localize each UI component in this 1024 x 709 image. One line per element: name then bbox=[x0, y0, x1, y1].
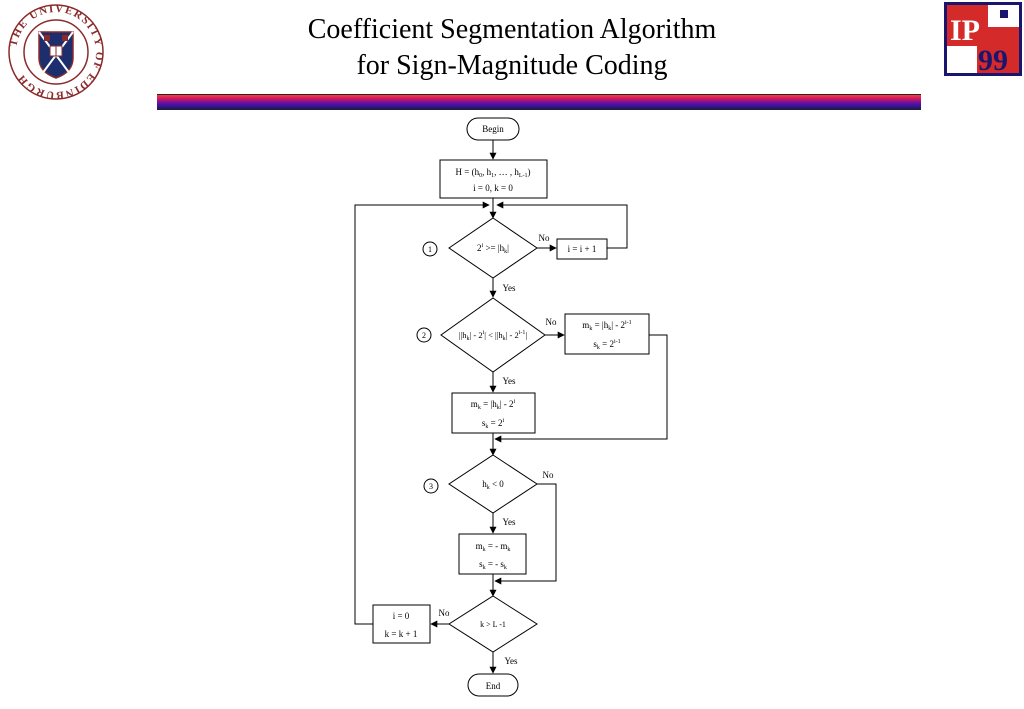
no-branch-2-line-1: mk = |hk| - 2i-1 bbox=[582, 320, 631, 332]
loop-back-reset bbox=[354, 201, 490, 625]
decision-3-text: hk < 0 bbox=[482, 479, 504, 491]
yes-branch-2-line-1: mk = |hk| - 2i bbox=[471, 399, 516, 411]
connector-no2-merge bbox=[494, 334, 668, 443]
step-2-circle bbox=[416, 327, 432, 343]
ip-logo-year: 99 bbox=[978, 44, 1008, 76]
step-2-label: 2 bbox=[422, 331, 426, 340]
no-branch-2-line-2: sk = 2i-1 bbox=[593, 339, 620, 351]
ip99-logo: IP 99 bbox=[944, 2, 1022, 77]
connector-d3-no bbox=[494, 483, 557, 585]
no-branch-2-box bbox=[564, 313, 650, 355]
end-label: End bbox=[486, 681, 501, 691]
negate-line-2: sk = - sk bbox=[479, 559, 507, 571]
title-line-1: Coefficient Segmentation Algorithm bbox=[307, 14, 717, 45]
increment-i-box bbox=[556, 238, 608, 260]
reset-line-2: k = k + 1 bbox=[385, 629, 418, 639]
end-terminal bbox=[467, 673, 519, 697]
loop-back-increment bbox=[496, 201, 628, 249]
university-of-edinburgh-logo: THE UNIVERSITY OF EDINBURGH bbox=[6, 2, 106, 102]
d3-no-label: No bbox=[543, 470, 554, 480]
init-line-2: i = 0, k = 0 bbox=[473, 183, 513, 193]
step-1-circle bbox=[422, 241, 438, 257]
step-3-circle bbox=[423, 478, 439, 494]
decision-2-text: ||hk| - 2i| < ||hk| - 2i-1| bbox=[459, 330, 528, 342]
title-line-2: for Sign-Magnitude Coding bbox=[356, 50, 668, 81]
d3-yes-label: Yes bbox=[502, 517, 516, 527]
decision-4-text: k > L -1 bbox=[480, 620, 506, 629]
slide-title: Coefficient Segmentation Algorithm for S… bbox=[262, 12, 762, 84]
step-1-label: 1 bbox=[428, 245, 432, 254]
step-3-label: 3 bbox=[429, 482, 433, 491]
negate-line-1: mk = - mk bbox=[476, 541, 511, 553]
ip-logo-text: IP bbox=[950, 14, 980, 47]
yes-branch-2-line-2: sk = 2i bbox=[482, 418, 505, 430]
d4-yes-label: Yes bbox=[504, 656, 518, 666]
decision-1-text: 2i >= |hk| bbox=[477, 243, 509, 255]
d2-no-label: No bbox=[546, 317, 557, 327]
d1-no-label: No bbox=[539, 233, 550, 243]
begin-label: Begin bbox=[482, 124, 504, 134]
d2-yes-label: Yes bbox=[502, 376, 516, 386]
title-divider-bar bbox=[157, 94, 921, 110]
increment-i-text: i = i + 1 bbox=[568, 244, 597, 254]
d1-yes-label: Yes bbox=[502, 283, 516, 293]
d4-no-label: No bbox=[439, 608, 450, 618]
reset-line-1: i = 0 bbox=[393, 611, 410, 621]
init-line-1: H = (h0, h1, … , hL-1) bbox=[456, 167, 531, 179]
